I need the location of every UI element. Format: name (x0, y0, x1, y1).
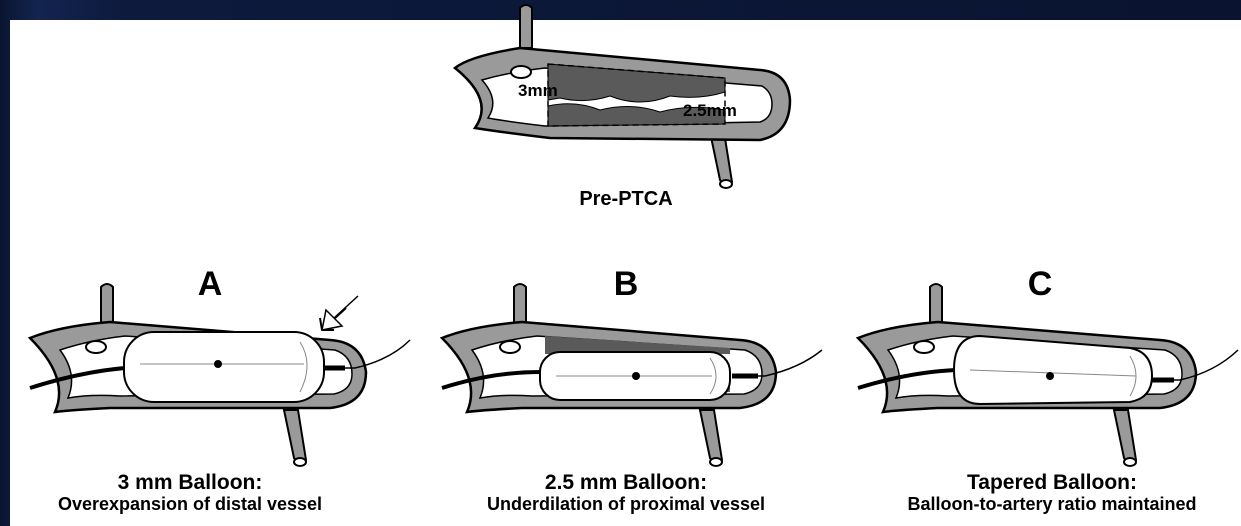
proximal-diameter-label: 3mm (518, 81, 558, 100)
distal-diameter-label: 2.5mm (683, 101, 737, 120)
panel-b-letter: B (614, 265, 639, 303)
panel-a-subtitle: Overexpansion of distal vessel (58, 494, 322, 514)
panel-b-subtitle: Underdilation of proximal vessel (487, 494, 765, 514)
panel-c-vessel (858, 284, 1238, 466)
balloon-a (124, 332, 324, 402)
panel-a-title: 3 mm Balloon: (118, 471, 263, 494)
panel-a-letter: A (198, 265, 223, 303)
panel-c-letter: C (1028, 265, 1053, 303)
panel-c-title: Tapered Balloon: (967, 471, 1137, 494)
pre-ptca-vessel (455, 5, 790, 188)
panel-b-vessel (442, 284, 822, 466)
panel-c-subtitle: Balloon-to-artery ratio maintained (907, 494, 1196, 514)
panel-b-title: 2.5 mm Balloon: (545, 471, 707, 494)
pre-ptca-caption: Pre-PTCA (579, 188, 672, 210)
panel-a-vessel (30, 284, 410, 466)
